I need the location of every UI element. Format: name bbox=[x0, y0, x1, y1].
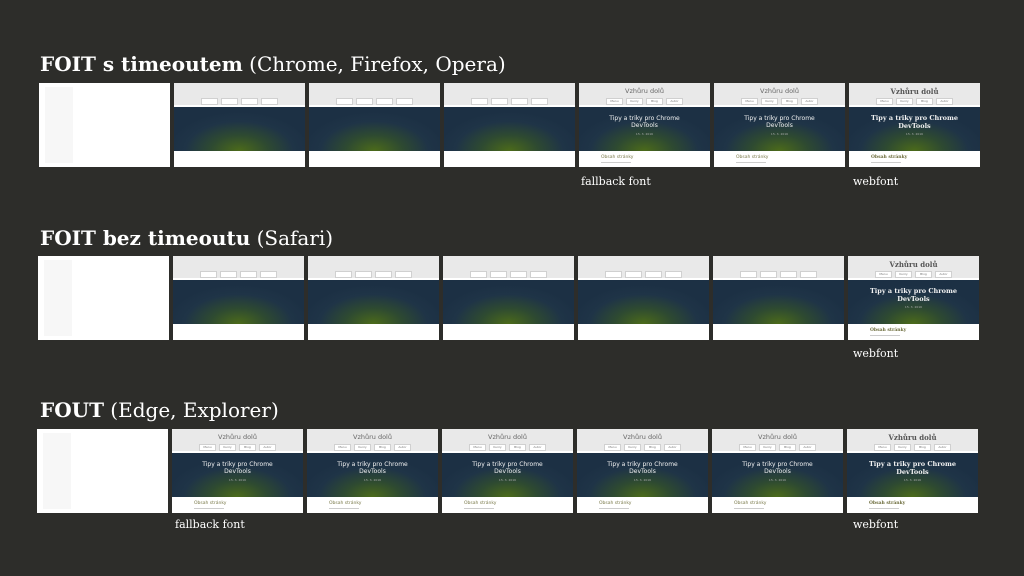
row-title-foit-no-timeout: FOIT bez timeoutu (Safari) bbox=[40, 226, 333, 250]
row-title-bold: FOIT bez timeoutu bbox=[40, 226, 251, 250]
hero-title-line1: Tipy a triky pro Chrome bbox=[337, 461, 408, 468]
hero-title-line1: Tipy a triky pro Chrome bbox=[869, 287, 958, 295]
hero-date: 15. 3. 2016 bbox=[635, 132, 654, 136]
hero-date: 15. 3. 2016 bbox=[363, 478, 382, 482]
hero-title-line2: DevTools bbox=[631, 122, 658, 129]
site-title: Vzhůru dolů bbox=[488, 433, 527, 441]
hero-title-line1: Tipy a triky pro Chrome bbox=[870, 114, 959, 122]
row-title-bold: FOUT bbox=[40, 398, 104, 422]
row-title-foit-timeout: FOIT s timeoutem (Chrome, Firefox, Opera… bbox=[40, 52, 506, 76]
frame-no-text bbox=[308, 256, 439, 340]
frame-blank bbox=[39, 83, 170, 167]
hero-title-line2: DevTools bbox=[224, 468, 251, 475]
frame-no-text bbox=[444, 83, 575, 167]
caption-fallback-font: fallback font bbox=[581, 175, 651, 188]
frame-no-text bbox=[713, 256, 844, 340]
content-heading: Obsah stránky bbox=[194, 501, 227, 506]
site-title: Vzhůru dolů bbox=[353, 433, 392, 441]
site-title: Vzhůru dolů bbox=[758, 433, 797, 441]
frame-blank bbox=[38, 256, 169, 340]
site-title: Vzhůru dolů bbox=[760, 87, 799, 95]
content-heading: Obsah stránky bbox=[869, 501, 906, 506]
hero-title-line1: Tipy a triky pro Chrome bbox=[472, 461, 543, 468]
caption-webfont: webfont bbox=[853, 347, 899, 360]
row-title-fout: FOUT (Edge, Explorer) bbox=[40, 398, 279, 422]
hero-title-line1: Tipy a triky pro Chrome bbox=[202, 461, 273, 468]
caption-webfont: webfont bbox=[853, 518, 899, 531]
row-title-browsers: (Edge, Explorer) bbox=[103, 398, 279, 422]
hero-title-line2: DevTools bbox=[766, 122, 793, 129]
hero-title-line2: DevTools bbox=[898, 121, 931, 130]
frame-no-text bbox=[173, 256, 304, 340]
frame-no-text bbox=[443, 256, 574, 340]
content-heading: Obsah stránky bbox=[464, 501, 497, 506]
hero-date: 15. 3. 2016 bbox=[905, 132, 924, 136]
hero-title-line2: DevTools bbox=[494, 468, 521, 475]
site-title: Vzhůru dolů bbox=[888, 433, 937, 442]
hero-date: 15. 3. 2016 bbox=[768, 478, 787, 482]
site-title: Vzhůru dolů bbox=[890, 87, 939, 96]
content-heading: Obsah stránky bbox=[734, 501, 767, 506]
caption-webfont: webfont bbox=[853, 175, 899, 188]
hero-date: 15. 3. 2016 bbox=[228, 478, 247, 482]
content-heading: Obsah stránky bbox=[871, 155, 908, 160]
hero-title-line1: Tipy a triky pro Chrome bbox=[609, 115, 680, 122]
hero-date: 15. 3. 2016 bbox=[633, 478, 652, 482]
hero-title-line1: Tipy a triky pro Chrome bbox=[742, 461, 813, 468]
hero-title-line2: DevTools bbox=[359, 468, 386, 475]
content-heading: Obsah stránky bbox=[329, 501, 362, 506]
frame-blank bbox=[37, 429, 168, 513]
frame-no-text bbox=[309, 83, 440, 167]
hero-title-line2: DevTools bbox=[629, 468, 656, 475]
frame-no-text bbox=[174, 83, 305, 167]
hero-title-line1: Tipy a triky pro Chrome bbox=[868, 460, 957, 468]
hero-title-line2: DevTools bbox=[897, 294, 930, 303]
hero-date: 15. 3. 2016 bbox=[903, 478, 922, 482]
row-title-browsers: (Safari) bbox=[250, 226, 334, 250]
hero-title-line2: DevTools bbox=[896, 467, 929, 476]
hero-title-line2: DevTools bbox=[764, 468, 791, 475]
hero-date: 15. 3. 2016 bbox=[770, 132, 789, 136]
row-title-bold: FOIT s timeoutem bbox=[40, 52, 243, 76]
site-title: Vzhůru dolů bbox=[218, 433, 257, 441]
content-heading: Obsah stránky bbox=[870, 328, 907, 333]
content-heading: Obsah stránky bbox=[601, 155, 634, 160]
frame-no-text bbox=[578, 256, 709, 340]
site-title: Vzhůru dolů bbox=[623, 433, 662, 441]
site-title: Vzhůru dolů bbox=[625, 87, 664, 95]
hero-date: 15. 3. 2016 bbox=[904, 305, 923, 309]
hero-date: 15. 3. 2016 bbox=[498, 478, 517, 482]
row-title-browsers: (Chrome, Firefox, Opera) bbox=[242, 52, 506, 76]
hero-title-line1: Tipy a triky pro Chrome bbox=[744, 115, 815, 122]
site-title: Vzhůru dolů bbox=[889, 260, 938, 269]
content-heading: Obsah stránky bbox=[736, 155, 769, 160]
hero-title-line1: Tipy a triky pro Chrome bbox=[607, 461, 678, 468]
caption-fallback-font: fallback font bbox=[175, 518, 245, 531]
content-heading: Obsah stránky bbox=[599, 501, 632, 506]
